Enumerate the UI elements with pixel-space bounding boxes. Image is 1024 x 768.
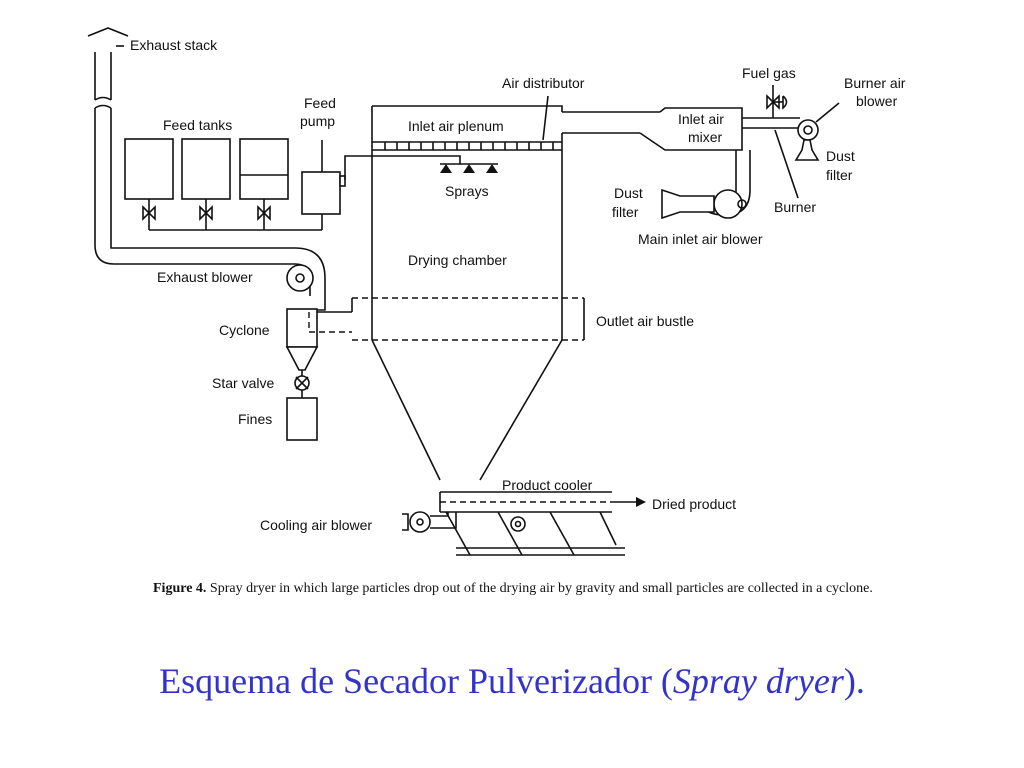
slide-title-main: Esquema de Secador Pulverizador ( <box>159 661 673 701</box>
label-dust-filter-right-line1: Dust <box>826 148 855 164</box>
air-distributor-holes <box>384 142 554 150</box>
label-main-inlet-air-blower: Main inlet air blower <box>638 231 763 247</box>
inlet-air-system <box>562 85 820 220</box>
exhaust-stack <box>87 27 295 265</box>
feed-pump <box>301 140 461 215</box>
label-product-cooler: Product cooler <box>502 477 593 493</box>
label-dust-filter-left-line2: filter <box>612 204 639 220</box>
label-cyclone: Cyclone <box>219 322 270 338</box>
spray-dryer-diagram: Exhaust stack Feed tanks Feed pump Air d… <box>87 27 906 556</box>
label-burner-air-blower-line1: Burner air <box>844 75 906 91</box>
label-drying-chamber: Drying chamber <box>408 252 507 268</box>
label-inlet-air-mixer-line1: Inlet air <box>678 111 724 127</box>
label-feed-pump-line1: Feed <box>304 95 336 111</box>
label-star-valve: Star valve <box>212 375 274 391</box>
label-exhaust-blower: Exhaust blower <box>157 269 253 285</box>
label-outlet-air-bustle: Outlet air bustle <box>596 313 694 329</box>
product-cooler <box>402 491 646 556</box>
label-inlet-air-plenum: Inlet air plenum <box>408 118 504 134</box>
exhaust-blower-cyclone <box>285 247 352 441</box>
label-inlet-air-mixer-line2: mixer <box>688 129 723 145</box>
label-air-distributor: Air distributor <box>502 75 585 91</box>
label-sprays: Sprays <box>445 183 489 199</box>
label-cooling-air-blower: Cooling air blower <box>260 517 372 533</box>
label-dried-product: Dried product <box>652 496 736 512</box>
slide-title-italic: Spray dryer <box>672 661 844 701</box>
label-exhaust-stack: Exhaust stack <box>130 37 218 53</box>
label-dust-filter-right-line2: filter <box>826 167 853 183</box>
label-dust-filter-left-line1: Dust <box>614 185 643 201</box>
label-fuel-gas: Fuel gas <box>742 65 796 81</box>
label-fines: Fines <box>238 411 272 427</box>
label-arrows <box>116 45 840 199</box>
figure-caption-text: Spray dryer in which large particles dro… <box>209 581 873 596</box>
label-burner: Burner <box>774 199 816 215</box>
feed-tanks <box>124 138 323 231</box>
label-feed-pump-line2: pump <box>300 113 335 129</box>
slide-title: Esquema de Secador Pulverizador (Spray d… <box>0 660 1024 702</box>
label-burner-air-blower-line2: blower <box>856 93 898 109</box>
figure-label: Figure 4. <box>153 581 207 596</box>
figure-caption: Figure 4. Spray dryer in which large par… <box>153 580 873 598</box>
slide-title-end: ). <box>843 661 865 701</box>
drying-chamber <box>351 105 585 481</box>
label-feed-tanks: Feed tanks <box>163 117 232 133</box>
